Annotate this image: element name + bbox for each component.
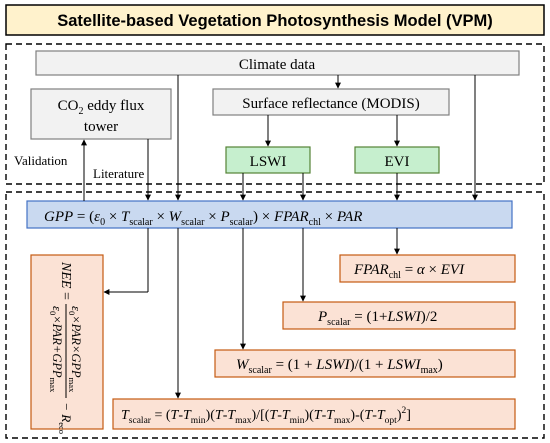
lswi-label: LSWI — [250, 154, 287, 170]
nee-reco: − Reco — [57, 399, 74, 434]
validation-label: Validation — [14, 153, 68, 168]
nee-equation-box — [30, 254, 104, 430]
pscalar-equation-box — [282, 301, 516, 330]
tscalar-equation: Tscalar = (T-Tmin)(T-Tmax)/[(T-Tmin)(T-T… — [121, 406, 411, 426]
upper-dashed-group — [5, 43, 545, 185]
arrows — [81, 75, 478, 399]
lswi-box — [225, 146, 311, 174]
eddy-flux-line1: CO2 eddy flux — [58, 98, 145, 117]
surface-reflectance-box — [212, 88, 450, 116]
eddy-flux-line2: tower — [84, 119, 118, 135]
lower-dashed-group — [5, 191, 545, 439]
evi-label: EVI — [385, 154, 410, 170]
fpar-equation: FPARchl = α × EVI — [353, 262, 465, 281]
tscalar-equation-box — [112, 398, 516, 430]
eddy-flux-tower-box — [30, 88, 172, 140]
surface-reflectance-label: Surface reflectance (MODIS) — [242, 96, 419, 112]
title-text: Satellite-based Vegetation Photosynthesi… — [57, 12, 493, 30]
climate-data-box — [35, 50, 520, 76]
nee-denominator: ε0×PAR+GPPmax — [48, 306, 64, 393]
evi-box — [354, 146, 440, 174]
gpp-equation: GPP = (ε0 × Tscalar × Wscalar × Pscalar)… — [44, 209, 362, 228]
title-box — [5, 4, 545, 36]
literature-label: Literature — [93, 166, 144, 181]
nee-equation: NEE = ε0×PAR×GPPmax ε0×PAR+GPPmax − Reco — [48, 261, 83, 434]
climate-data-label: Climate data — [239, 57, 316, 73]
fpar-equation-box — [339, 254, 516, 283]
nee-lhs: NEE = — [58, 261, 73, 303]
wscalar-equation: Wscalar = (1 + LSWI)/(1 + LSWImax) — [236, 357, 443, 376]
nee-numerator: ε0×PAR×GPPmax — [67, 306, 83, 393]
pscalar-equation: Pscalar = (1+LSWI)/2 — [317, 309, 437, 328]
gpp-equation-box — [26, 200, 513, 229]
wscalar-equation-box — [214, 349, 516, 378]
